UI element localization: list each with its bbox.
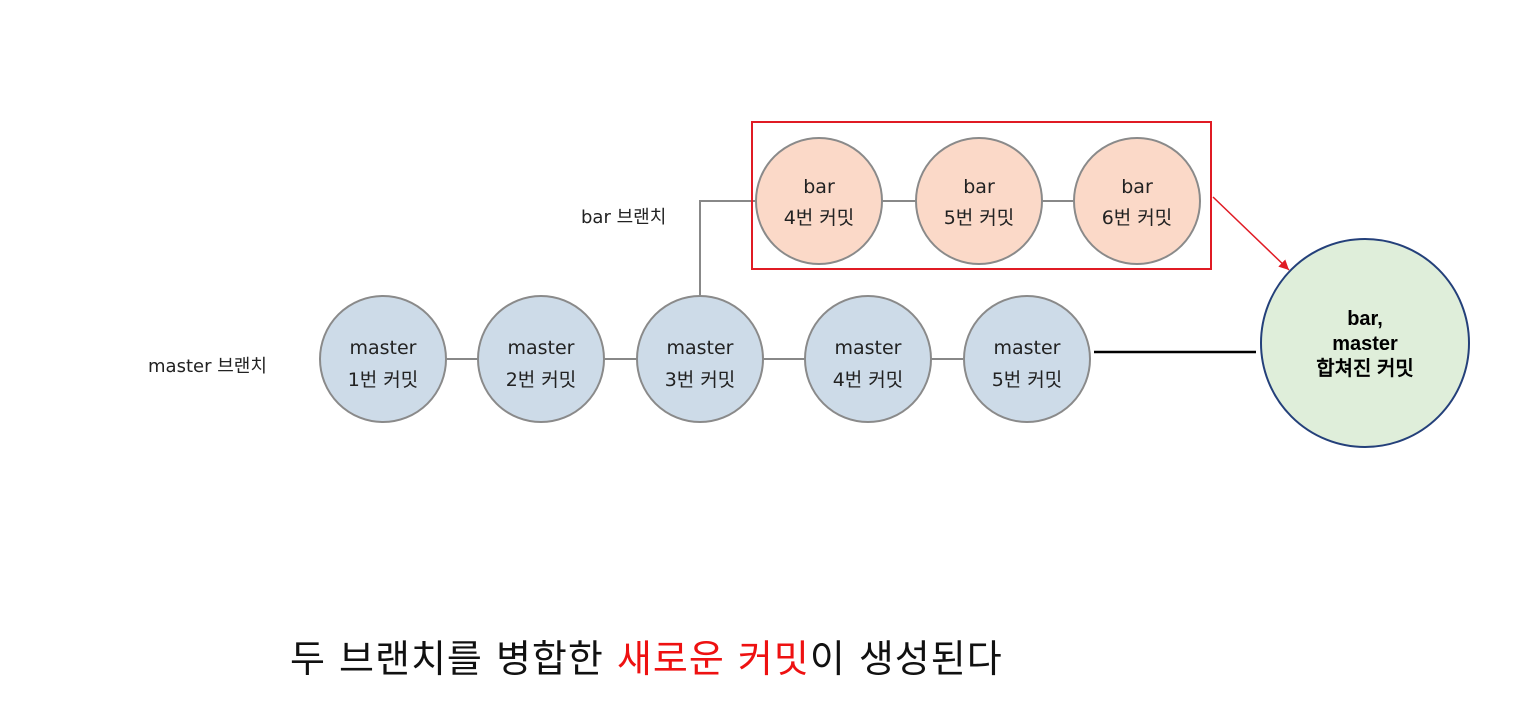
commit-branch-label: master (993, 337, 1060, 359)
bar-commit-circle (915, 137, 1043, 265)
commit-branch-label: bar (1121, 176, 1153, 198)
merge-commit-line1: bar, (1347, 308, 1383, 330)
commit-number-label: 6번 커밋 (1102, 207, 1173, 229)
master-commit-circle (804, 295, 932, 423)
merge-commit-line3: 합쳐진 커밋 (1316, 357, 1414, 380)
commit-branch-label: bar (963, 176, 995, 198)
commit-number-label: 2번 커밋 (506, 369, 577, 391)
bar-commit-node: bar 5번 커밋 (915, 137, 1043, 265)
commit-number-label: 3번 커밋 (665, 369, 736, 391)
merge-commit-node: bar, master 합쳐진 커밋 (1260, 238, 1470, 448)
commit-branch-label: master (666, 337, 733, 359)
merge-commit-line2: master (1332, 333, 1398, 355)
caption-highlight: 새로운 커밋 (616, 637, 810, 681)
bar-branch-connector (699, 200, 755, 297)
master-commit-circle (319, 295, 447, 423)
bar-highlight-box (751, 121, 1212, 270)
commit-branch-label: master (507, 337, 574, 359)
master-commit-circle (636, 295, 764, 423)
commit-number-label: 5번 커밋 (944, 207, 1015, 229)
commit-branch-label: bar (803, 176, 835, 198)
master-commit-node: master 2번 커밋 (477, 295, 605, 423)
bar-commit-circle (1073, 137, 1201, 265)
merge-commit-circle (1260, 238, 1470, 448)
commit-branch-label: master (834, 337, 901, 359)
bar-commit-node: bar 4번 커밋 (755, 137, 883, 265)
commit-number-label: 1번 커밋 (348, 369, 419, 391)
master-commit-circle (963, 295, 1091, 423)
merge-arrow (1212, 196, 1290, 271)
master-branch-label: master 브랜치 (148, 356, 267, 377)
commit-branch-label: master (349, 337, 416, 359)
master-commit-node: master 1번 커밋 (319, 295, 447, 423)
caption-text-before: 두 브랜치를 병합한 (290, 637, 617, 681)
bar-branch-label: bar 브랜치 (581, 207, 666, 228)
master-commit-node: master 3번 커밋 (636, 295, 764, 423)
bar-commit-node: bar 6번 커밋 (1073, 137, 1201, 265)
master-commit-node: master 4번 커밋 (804, 295, 932, 423)
commit-number-label: 4번 커밋 (833, 369, 904, 391)
caption: 두 브랜치를 병합한 새로운 커밋이 생성된다 (290, 628, 1190, 688)
bar-commit-circle (755, 137, 883, 265)
commit-number-label: 5번 커밋 (992, 369, 1063, 391)
master-commit-node: master 5번 커밋 (963, 295, 1091, 423)
commit-number-label: 4번 커밋 (784, 207, 855, 229)
master-commit-circle (477, 295, 605, 423)
caption-text-after: 이 생성된다 (809, 637, 1003, 681)
